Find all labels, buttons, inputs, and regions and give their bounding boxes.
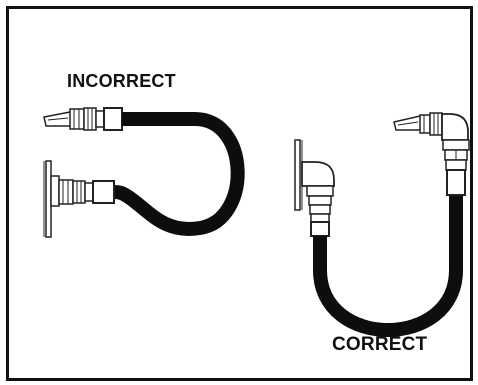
correct-routing: [294, 112, 470, 337]
incorrect-routing: [43, 107, 245, 238]
correct-label: CORRECT: [332, 334, 428, 355]
incorrect-label: INCORRECT: [67, 71, 176, 91]
